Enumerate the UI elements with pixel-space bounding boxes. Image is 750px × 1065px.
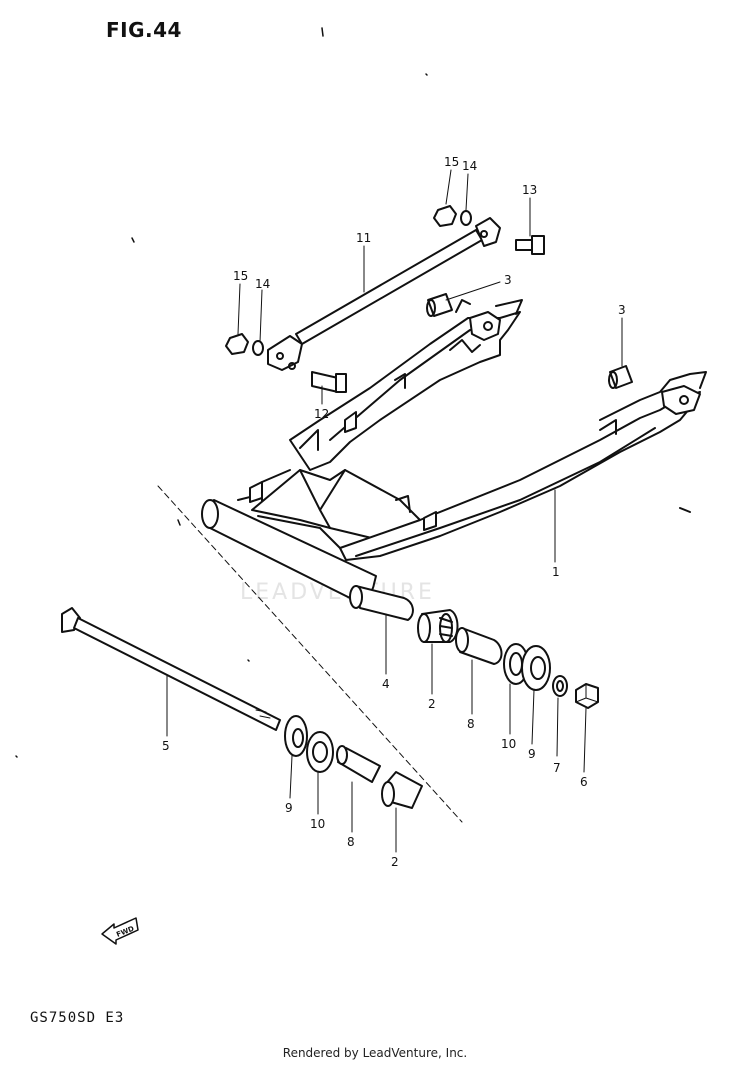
callout-5: 5: [162, 739, 170, 753]
washer-9-right: [521, 645, 551, 691]
pivot-sleeve-4: [349, 585, 414, 621]
pivot-axis-line: [157, 485, 463, 823]
callout-4: 4: [382, 677, 390, 691]
callout-13: 13: [522, 183, 537, 197]
callout-15-lower: 15: [233, 269, 248, 283]
callout-14-upper: 14: [462, 159, 477, 173]
bolt-13: [515, 235, 545, 255]
spacer-8-left: [336, 745, 381, 783]
callout-11: 11: [356, 231, 371, 245]
callout-9-right: 9: [528, 747, 536, 761]
washer-7: [552, 675, 568, 697]
callout-7: 7: [553, 761, 561, 775]
swing-arm: [201, 299, 707, 601]
callout-9-left: 9: [285, 801, 293, 815]
callout-10-right: 10: [501, 737, 516, 751]
leader-lines: [166, 169, 623, 853]
bolt-12: [311, 371, 347, 393]
callout-15-upper: 15: [444, 155, 459, 169]
torque-link-rod: [267, 217, 501, 371]
callout-labels: 15 14 13 11 3 15 14 3 12 1 4 2 8 10 9 7 …: [162, 155, 626, 869]
callout-1: 1: [552, 565, 560, 579]
figure-title: FIG.44: [106, 18, 182, 42]
callout-12: 12: [314, 407, 329, 421]
nut-15-upper: [433, 205, 457, 227]
nut-6: [575, 683, 599, 709]
scan-specks: [15, 27, 428, 758]
callout-8-left: 8: [347, 835, 355, 849]
bushing-3-right: [608, 365, 633, 389]
bushing-3-left: [426, 293, 453, 317]
needle-bearing-2-left: [381, 771, 423, 809]
needle-bearing-2-right: [417, 609, 459, 643]
model-code: GS750SD E3: [30, 1010, 125, 1026]
washer-14-lower: [252, 340, 264, 356]
fwd-arrow-icon: [101, 917, 139, 945]
callout-8-right: 8: [467, 717, 475, 731]
callout-10-left: 10: [310, 817, 325, 831]
spacer-8-right: [455, 627, 503, 665]
pivot-shaft-5: [61, 607, 281, 731]
credit-line: Rendered by LeadVenture, Inc.: [282, 1046, 468, 1060]
washer-9-left: [284, 715, 308, 757]
nut-15-lower: [225, 333, 249, 355]
callout-2-right: 2: [428, 697, 436, 711]
callout-2-left: 2: [391, 855, 399, 869]
seal-10-left: [306, 731, 334, 773]
callout-14-lower: 14: [255, 277, 270, 291]
callout-3-right: 3: [618, 303, 626, 317]
washer-14-upper: [460, 210, 472, 226]
callout-6: 6: [580, 775, 588, 789]
callout-3-left: 3: [504, 273, 512, 287]
